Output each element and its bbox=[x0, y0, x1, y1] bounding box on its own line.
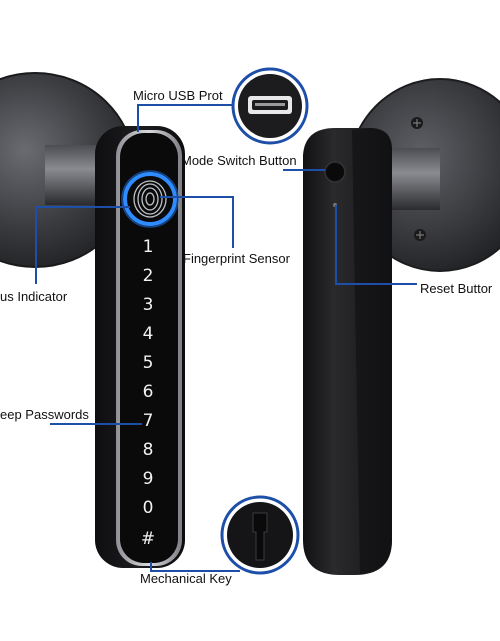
key-callout-line bbox=[150, 562, 152, 570]
fingerprint-icon bbox=[133, 180, 167, 218]
keypad-key-hash: # bbox=[140, 529, 156, 549]
reset-button-label: Reset Buttor bbox=[420, 281, 493, 296]
passwords-label: eep Passwords bbox=[0, 407, 89, 422]
usb-inset bbox=[231, 67, 309, 145]
mode-switch-label: Mode Switch Button bbox=[181, 153, 297, 168]
status-callout-line bbox=[35, 206, 37, 284]
keypad-key-7: 7 bbox=[142, 411, 154, 431]
fingerprint-label: Fingerprint Sensor bbox=[183, 251, 290, 266]
screw-icon bbox=[414, 229, 426, 241]
micro-usb-label: Micro USB Prot bbox=[133, 88, 223, 103]
keypad-key-2: 2 bbox=[142, 266, 154, 286]
mode-callout-line bbox=[283, 169, 325, 171]
keypad-key-8: 8 bbox=[142, 440, 154, 460]
keypad-key-0: 0 bbox=[142, 498, 154, 518]
keyhole-icon bbox=[252, 512, 268, 561]
passwords-callout-line bbox=[50, 423, 142, 425]
usb-callout-line bbox=[137, 104, 233, 106]
reset-callout-line bbox=[335, 283, 417, 285]
keypad-key-6: 6 bbox=[142, 382, 154, 402]
reset-callout-line bbox=[335, 205, 337, 283]
keypad-key-1: 1 bbox=[142, 237, 154, 257]
keypad-key-3: 3 bbox=[142, 295, 154, 315]
key-callout-line bbox=[150, 570, 240, 572]
keypad-key-4: 4 bbox=[142, 324, 154, 344]
status-callout-line bbox=[35, 206, 130, 208]
status-indicator-label: us Indicator bbox=[0, 289, 68, 304]
mechanical-key-label: Mechanical Key bbox=[140, 571, 232, 586]
mode-switch-button bbox=[324, 161, 346, 183]
keypad-key-9: 9 bbox=[142, 469, 154, 489]
screw-icon bbox=[411, 117, 423, 129]
fingerprint-callout-line bbox=[232, 196, 234, 248]
key-inset bbox=[220, 495, 300, 575]
keypad-handle bbox=[95, 126, 185, 568]
keypad-key-5: 5 bbox=[142, 353, 154, 373]
fingerprint-callout-line bbox=[160, 196, 233, 198]
usb-callout-line bbox=[137, 104, 139, 132]
back-handle bbox=[303, 128, 392, 575]
